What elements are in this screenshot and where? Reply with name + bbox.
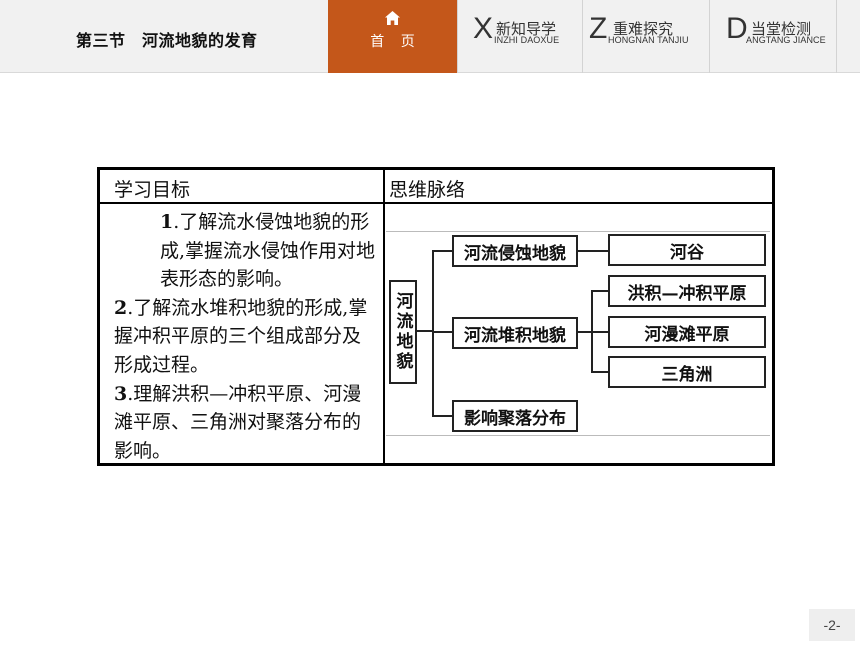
tab-label: 新知导学 [496, 20, 557, 38]
lesson-title: 第三节 河流地貌的发育 [76, 31, 258, 50]
leaf-river-valley: 河谷 [608, 234, 766, 266]
tab-zhongnan-tanjiu[interactable]: Z 重难探究 HONGNAN TANJIU [589, 0, 704, 73]
column-divider [383, 170, 385, 463]
objective-text: .了解流水侵蚀地貌的形成,掌握流水侵蚀作用对地表形态的影响。 [160, 211, 376, 291]
tab-pinyin: ANGTANG JIANCE [746, 35, 826, 45]
page-number: -2- [809, 609, 855, 641]
mind-map-root: 河流地貌 [389, 280, 417, 384]
leaf-floodplain: 河漫滩平原 [608, 316, 766, 348]
tab-letter: D [726, 12, 748, 45]
connector-line [432, 331, 452, 333]
nav-divider [457, 0, 458, 73]
tab-letter: Z [589, 12, 608, 45]
home-label: 首 页 [370, 34, 421, 50]
nav-divider [709, 0, 710, 73]
branch-settlement-influence: 影响聚落分布 [452, 400, 578, 432]
connector-line [432, 250, 452, 252]
mind-map: 河流地貌 河流侵蚀地貌 河流堆积地貌 影响聚落分布 河谷 洪积—冲积平原 河漫滩… [386, 231, 770, 436]
nav-divider [836, 0, 837, 73]
top-nav-bar: 第三节 河流地貌的发育 首 页 X 新知导学 INZHI DAOXUE Z 重难… [0, 0, 860, 73]
home-icon [385, 11, 400, 25]
connector-line [417, 330, 433, 332]
nav-divider [582, 0, 583, 73]
objective-number: 2 [114, 296, 128, 319]
home-button[interactable]: 首 页 [328, 0, 457, 73]
objective-number: 1 [160, 211, 174, 233]
connector-line [432, 415, 452, 417]
objective-item: 2.了解流水堆积地貌的形成,掌握冲积平原的三个组成部分及形成过程。 [114, 294, 376, 380]
connector-line [591, 371, 608, 373]
tab-label: 重难探究 [613, 20, 674, 38]
header-divider [100, 202, 772, 204]
branch-erosion-landform: 河流侵蚀地貌 [452, 235, 578, 267]
connector-line [591, 331, 608, 333]
tab-pinyin: INZHI DAOXUE [494, 35, 560, 45]
objective-text: .了解流水堆积地貌的形成,掌握冲积平原的三个组成部分及形成过程。 [114, 296, 368, 376]
connector-line [578, 331, 592, 333]
connector-line [591, 290, 608, 292]
objective-item: 1.了解流水侵蚀地貌的形成,掌握流水侵蚀作用对地表形态的影响。 [114, 208, 376, 294]
tab-label: 当堂检测 [751, 20, 812, 38]
tab-pinyin: HONGNAN TANJIU [608, 35, 689, 45]
tab-dangtang-jiance[interactable]: D 当堂检测 ANGTANG JIANCE [726, 0, 836, 73]
tab-letter: X [473, 12, 494, 45]
objective-number: 3 [114, 382, 128, 405]
tab-xinzhi-daoxue[interactable]: X 新知导学 INZHI DAOXUE [473, 0, 578, 73]
leaf-alluvial-fan-plain: 洪积—冲积平原 [608, 275, 766, 307]
connector-line [432, 250, 434, 416]
objective-text: .理解洪积—冲积平原、河漫滩平原、三角洲对聚落分布的影响。 [114, 382, 362, 462]
objectives-list: 1.了解流水侵蚀地貌的形成,掌握流水侵蚀作用对地表形态的影响。 2.了解流水堆积… [114, 208, 376, 465]
objectives-table: 学习目标 思维脉络 1.了解流水侵蚀地貌的形成,掌握流水侵蚀作用对地表形态的影响… [97, 167, 775, 466]
objective-item: 3.理解洪积—冲积平原、河漫滩平原、三角洲对聚落分布的影响。 [114, 380, 376, 466]
branch-deposition-landform: 河流堆积地貌 [452, 317, 578, 349]
mind-map-header: 思维脉络 [389, 179, 466, 201]
learning-objectives-header: 学习目标 [114, 179, 191, 201]
connector-line [578, 250, 608, 252]
leaf-delta: 三角洲 [608, 356, 766, 388]
